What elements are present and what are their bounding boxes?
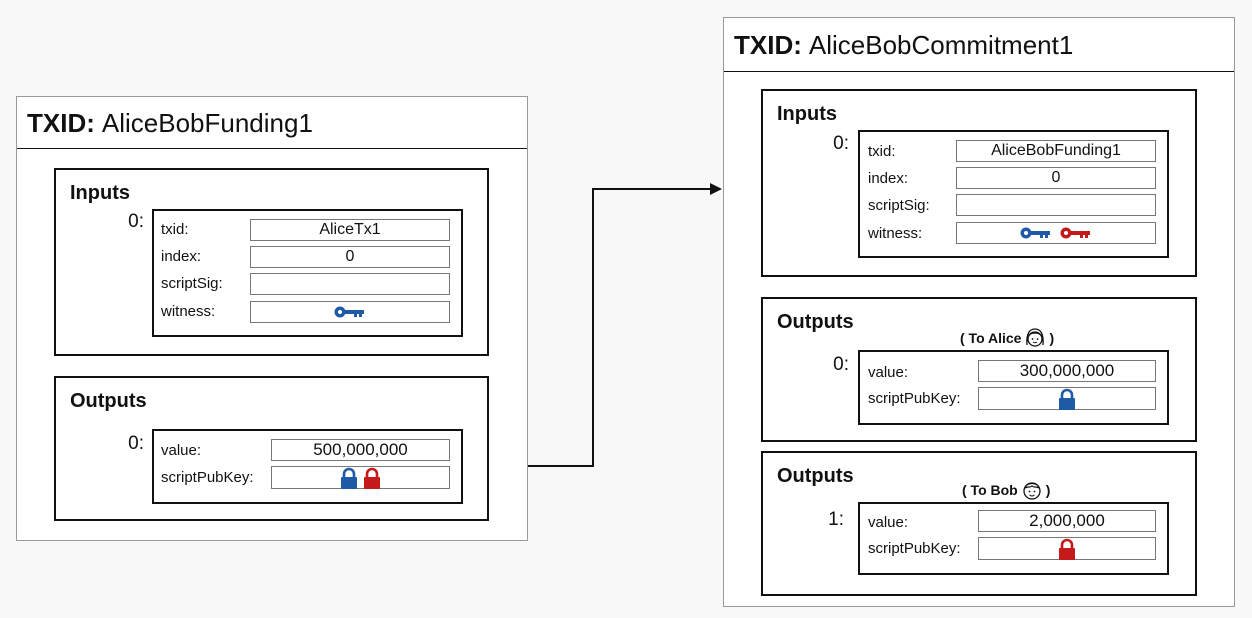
- witness-value: [250, 301, 450, 323]
- alice-blue-lock-icon: [1059, 388, 1075, 410]
- index-label: index:: [161, 248, 202, 265]
- value-label: value:: [161, 442, 202, 459]
- commitment-input-index: 0:: [833, 133, 849, 154]
- commitment-output-1: value: 2,000,000 scriptPubKey:: [858, 502, 1169, 575]
- value-label: value:: [868, 364, 909, 381]
- txid-value: AliceBobFunding1: [956, 140, 1156, 162]
- index-label: index:: [868, 170, 909, 187]
- commitment-txid-header: TXID:AliceBobCommitment1: [724, 18, 1234, 72]
- commitment-txid-label: TXID:: [734, 30, 802, 60]
- commitment-outputs-title: Outputs: [777, 465, 854, 487]
- alice-face-icon: [1026, 328, 1045, 347]
- bob-red-lock-icon: [363, 467, 380, 489]
- commitment-output-index: 0:: [833, 354, 849, 375]
- recipient-label: ( To Bob: [962, 482, 1018, 498]
- scriptsig-label: scriptSig:: [868, 197, 930, 214]
- bob-red-key-icon: [1060, 227, 1091, 239]
- scriptsig-value: [250, 273, 450, 295]
- index-value: 0: [956, 167, 1156, 189]
- witness-label: witness:: [161, 303, 216, 320]
- index-value: 0: [250, 246, 450, 268]
- bob-face-icon: [1023, 482, 1041, 500]
- witness-label: witness:: [868, 225, 923, 242]
- funding-txid-label: TXID:: [27, 108, 95, 138]
- alice-blue-key-icon: [334, 306, 364, 318]
- alice-blue-lock-icon: [341, 467, 358, 489]
- commitment-output-0: value: 300,000,000 scriptPubKey:: [858, 350, 1169, 425]
- recipient-bob: ( To Bob ): [962, 479, 1050, 501]
- commitment-input-0: txid: AliceBobFunding1 index: 0 scriptSi…: [858, 130, 1169, 258]
- txid-value: AliceTx1: [250, 219, 450, 241]
- commitment-outputs-title: Outputs: [777, 311, 854, 333]
- alice-blue-key-icon: [1020, 227, 1050, 239]
- scriptsig-value: [956, 194, 1156, 216]
- scriptpubkey-label: scriptPubKey:: [868, 540, 961, 557]
- witness-value: [956, 222, 1156, 244]
- commitment-output-index: 1:: [828, 509, 844, 530]
- scriptpubkey-label: scriptPubKey:: [161, 469, 254, 486]
- value-amount: 500,000,000: [271, 439, 450, 461]
- txid-label: txid:: [868, 143, 896, 160]
- bob-red-lock-icon: [1059, 538, 1075, 560]
- recipient-close: ): [1045, 482, 1051, 498]
- value-amount: 2,000,000: [978, 510, 1156, 532]
- commitment-inputs-title: Inputs: [777, 103, 837, 125]
- funding-input-0: txid: AliceTx1 index: 0 scriptSig: witne…: [152, 209, 463, 337]
- funding-output-index: 0:: [128, 433, 144, 454]
- recipient-close: ): [1049, 330, 1055, 346]
- funding-txid-header: TXID:AliceBobFunding1: [17, 97, 527, 149]
- commitment-txid: AliceBobCommitment1: [808, 30, 1074, 60]
- scriptpubkey-value: [978, 387, 1156, 410]
- funding-outputs-title: Outputs: [70, 390, 147, 412]
- scriptpubkey-label: scriptPubKey:: [868, 390, 961, 407]
- funding-output-0: value: 500,000,000 scriptPubKey:: [152, 429, 463, 504]
- txid-label: txid:: [161, 221, 189, 238]
- funding-inputs-title: Inputs: [70, 182, 130, 204]
- recipient-alice: ( To Alice ): [960, 327, 1054, 349]
- scriptpubkey-value: [978, 537, 1156, 560]
- scriptsig-label: scriptSig:: [161, 275, 223, 292]
- value-amount: 300,000,000: [978, 360, 1156, 382]
- funding-txid: AliceBobFunding1: [101, 108, 313, 138]
- funding-input-index: 0:: [128, 211, 144, 232]
- scriptpubkey-value: [271, 466, 450, 489]
- recipient-label: ( To Alice: [960, 330, 1022, 346]
- value-label: value:: [868, 514, 909, 531]
